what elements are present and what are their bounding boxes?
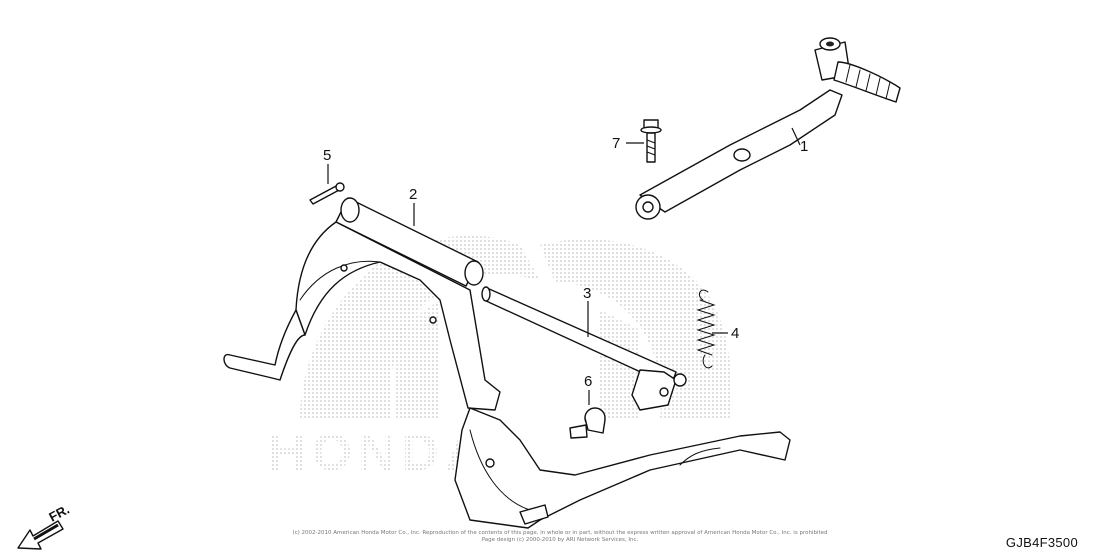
copyright-notice: (c) 2002-2010 American Honda Motor Co., … — [0, 530, 1120, 544]
main-stand[interactable] — [223, 197, 791, 529]
callout-5: 5 — [323, 147, 331, 184]
svg-text:1: 1 — [800, 138, 808, 155]
callout-2: 2 — [409, 186, 417, 226]
svg-text:FR.: FR. — [46, 502, 72, 525]
callout-3: 3 — [583, 285, 591, 337]
svg-text:3: 3 — [583, 285, 591, 302]
stand-pivot-shaft[interactable] — [481, 286, 687, 411]
callout-7: 7 — [612, 135, 644, 152]
callout-1: 1 — [791, 127, 808, 155]
front-direction-arrow: FR. — [17, 502, 72, 550]
copyright-line-1: (c) 2002-2010 American Honda Motor Co., … — [292, 530, 828, 536]
diagram-id: GJB4F3500 — [1005, 535, 1078, 550]
callout-6: 6 — [584, 373, 592, 405]
svg-text:HONDA: HONDA — [268, 424, 489, 482]
svg-text:6: 6 — [584, 373, 592, 390]
stopper-rubber[interactable] — [569, 407, 606, 439]
svg-text:4: 4 — [731, 325, 739, 342]
svg-text:2: 2 — [409, 186, 417, 203]
cotter-pin[interactable] — [309, 182, 345, 205]
kick-starter-arm[interactable] — [635, 37, 901, 220]
watermark-logo: HONDA — [268, 235, 733, 482]
flange-bolt[interactable] — [640, 119, 662, 163]
copyright-line-2: Page design (c) 2000-2010 by ARI Network… — [481, 537, 639, 543]
callout-4: 4 — [712, 325, 739, 342]
stand-spring[interactable] — [696, 289, 716, 369]
svg-text:7: 7 — [612, 135, 620, 152]
svg-text:5: 5 — [323, 147, 331, 164]
